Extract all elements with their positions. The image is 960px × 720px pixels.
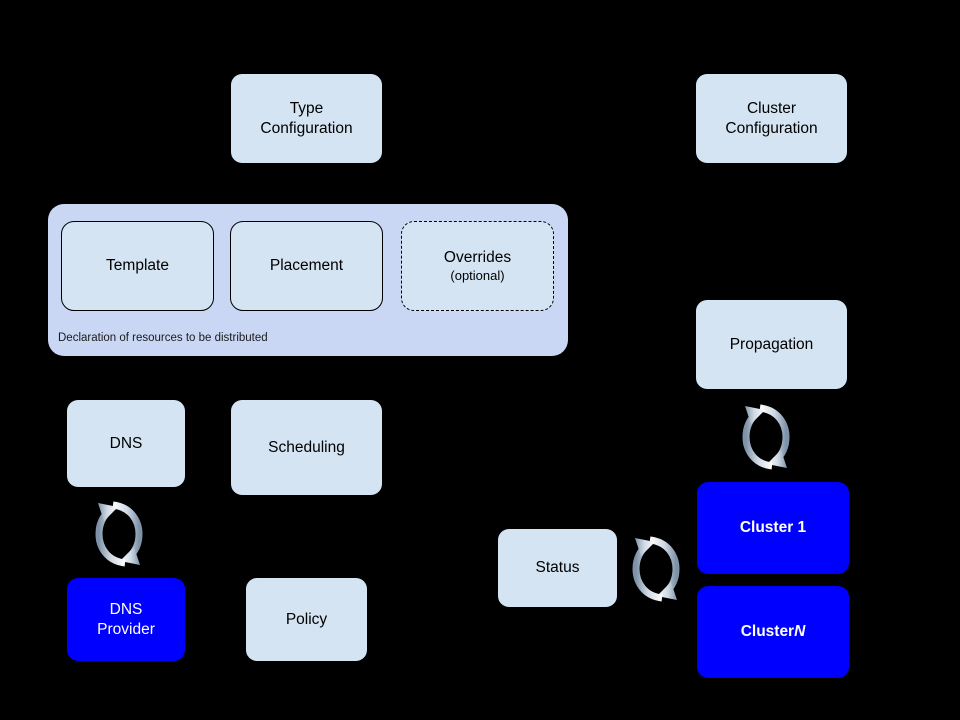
node-cluster-n-suffix: N	[794, 623, 806, 641]
node-policy[interactable]: Policy	[246, 578, 367, 661]
sync-icon-dns	[98, 503, 140, 565]
sync-icon-status	[635, 538, 677, 600]
sync-icon-propagation	[745, 406, 787, 468]
node-propagation[interactable]: Propagation	[696, 300, 847, 389]
node-overrides-subtitle: (optional)	[450, 268, 505, 284]
node-template[interactable]: Template	[61, 221, 214, 311]
node-cluster-n-prefix: Cluster	[740, 623, 795, 641]
node-overrides-title: Overrides	[443, 248, 512, 266]
node-cluster-configuration[interactable]: Cluster Configuration	[696, 74, 847, 163]
node-type-configuration[interactable]: Type Configuration	[231, 74, 382, 163]
node-dns[interactable]: DNS	[67, 400, 185, 487]
group-caption-resource-declaration: Declaration of resources to be distribut…	[58, 332, 268, 344]
node-overrides[interactable]: Overrides (optional)	[401, 221, 554, 311]
node-cluster-1[interactable]: Cluster 1	[697, 482, 849, 574]
node-status[interactable]: Status	[498, 529, 617, 607]
node-scheduling[interactable]: Scheduling	[231, 400, 382, 495]
node-placement[interactable]: Placement	[230, 221, 383, 311]
node-dns-provider[interactable]: DNS Provider	[67, 578, 185, 661]
node-cluster-n[interactable]: Cluster N	[697, 586, 849, 678]
